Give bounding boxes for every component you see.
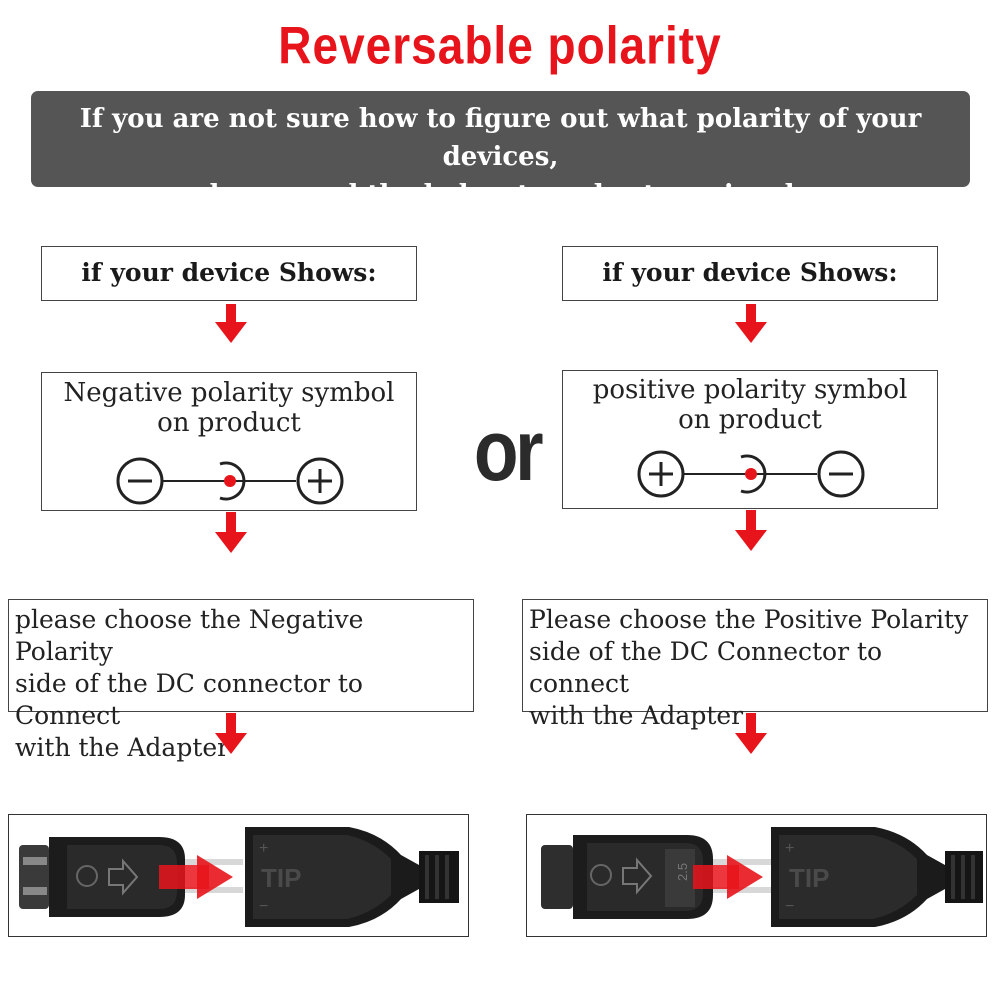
right-symbol-text-2: on product — [678, 405, 822, 435]
plus-label: + — [785, 840, 794, 857]
right-choose-line-2: side of the DC Connector to connect — [529, 637, 883, 698]
down-arrow-icon — [215, 713, 247, 754]
right-choose-line-1: Please choose the Positive Polarity — [529, 605, 969, 634]
left-choose-line-1: please choose the Negative Polarity — [15, 605, 364, 666]
banner-line-2: please read the below two charts serious… — [191, 180, 810, 210]
down-arrow-icon — [735, 713, 767, 754]
positive-polarity-symbol — [637, 450, 865, 498]
instruction-banner: If you are not sure how to figure out wh… — [31, 91, 970, 210]
page-title: Reversable polarity — [278, 15, 722, 75]
left-symbol-text-1: Negative polarity symbol — [63, 378, 395, 408]
or-separator: or — [473, 403, 544, 499]
left-shows-box: if your device Shows: — [41, 246, 417, 301]
right-shows-box: if your device Shows: — [562, 246, 938, 301]
negative-polarity-symbol — [116, 457, 344, 505]
tip-label: TIP — [261, 863, 301, 893]
down-arrow-icon — [215, 304, 247, 343]
minus-label: − — [259, 898, 268, 915]
down-arrow-icon — [735, 304, 767, 343]
minus-label: − — [785, 898, 794, 915]
left-symbol-box: Negative polarity symbol on product — [41, 372, 417, 511]
left-symbol-text-2: on product — [157, 408, 301, 438]
left-choose-line-3: with the Adapter — [15, 733, 230, 762]
right-choose-line-3: with the Adapter — [529, 701, 744, 730]
right-connector-photo: 2.5 TIP + − — [526, 814, 987, 937]
down-arrow-icon — [215, 512, 247, 553]
dc-connector-image: 2.5 TIP + − — [541, 827, 983, 927]
down-arrow-icon — [735, 510, 767, 551]
left-choose-box: please choose the Negative Polarity side… — [8, 599, 474, 762]
tip-label: TIP — [789, 863, 829, 893]
left-choose-line-2: side of the DC connector to Connect — [15, 669, 363, 730]
right-symbol-text-1: positive polarity symbol — [592, 375, 908, 405]
banner-line-1: If you are not sure how to figure out wh… — [79, 104, 922, 172]
plus-label: + — [259, 840, 268, 857]
left-connector-photo: TIP + − — [8, 814, 469, 937]
right-choose-box: Please choose the Positive Polarity side… — [522, 599, 988, 730]
right-symbol-box: positive polarity symbol on product — [562, 370, 938, 509]
size-label: 2.5 — [675, 863, 690, 881]
dc-connector-image: TIP + − — [19, 827, 459, 927]
